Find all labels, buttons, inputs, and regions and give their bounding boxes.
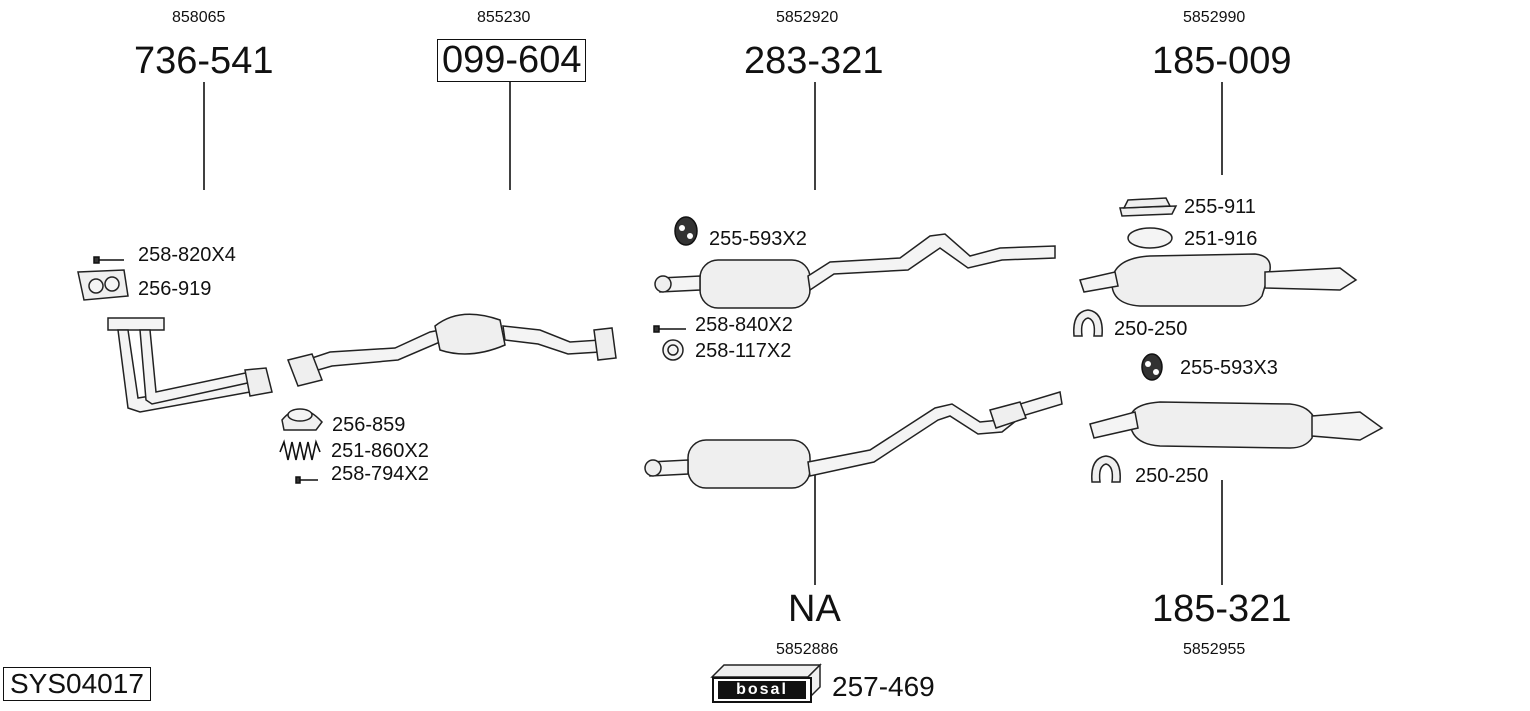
acc-255-593x3: 255-593X3 xyxy=(1180,357,1278,379)
ref-855230: 855230 xyxy=(477,9,531,26)
rear-silencer-part xyxy=(1079,253,1358,307)
paste-box-icon xyxy=(710,663,822,701)
acc-251-860x2: 251-860X2 xyxy=(331,440,429,462)
acc-258-117x2: 258-117X2 xyxy=(695,340,792,362)
middle-silencer-part xyxy=(654,233,1056,309)
part-185-009: 185-009 xyxy=(1152,40,1292,82)
clamp-icon xyxy=(1073,309,1103,337)
ref-5852990: 5852990 xyxy=(1183,9,1246,26)
ring-gasket-icon xyxy=(281,408,323,431)
acc-258-820x4: 258-820X4 xyxy=(138,244,236,266)
acc-250-250-lower: 250-250 xyxy=(1135,465,1209,487)
ref-858065: 858065 xyxy=(172,9,226,26)
part-na: NA xyxy=(788,588,841,630)
acc-255-593x2: 255-593X2 xyxy=(709,228,807,250)
spring-icon xyxy=(279,439,321,461)
washer-icon xyxy=(662,339,684,361)
acc-250-250-upper: 250-250 xyxy=(1114,318,1188,340)
clamp-rear-icon xyxy=(1091,455,1121,483)
bolt-mid-icon xyxy=(653,325,686,333)
acc-256-919: 256-919 xyxy=(138,278,212,300)
acc-251-916: 251-916 xyxy=(1184,228,1258,250)
ref-5852955: 5852955 xyxy=(1183,641,1246,658)
acc-255-911: 255-911 xyxy=(1184,196,1256,218)
rubber-mount-icon xyxy=(674,216,698,246)
ref-5852920: 5852920 xyxy=(776,9,839,26)
acc-256-859: 256-859 xyxy=(332,414,406,436)
kit-part-257-469: 257-469 xyxy=(832,671,935,702)
ref-5852886: 5852886 xyxy=(776,641,839,658)
part-283-321: 283-321 xyxy=(744,40,884,82)
middle-silencer-na-part xyxy=(644,391,1063,489)
part-099-604: 099-604 xyxy=(437,39,587,82)
bosal-logo: bosal xyxy=(712,677,812,703)
system-id: SYS04017 xyxy=(3,667,151,701)
part-736-541: 736-541 xyxy=(134,40,274,82)
acc-258-794x2: 258-794X2 xyxy=(331,463,429,485)
bracket-icon xyxy=(1119,197,1178,217)
rubber-mount-rear-icon xyxy=(1141,353,1163,381)
bolt-icon xyxy=(93,256,124,264)
front-pipe-part xyxy=(107,317,273,413)
gasket-icon xyxy=(77,269,129,301)
acc-258-840x2: 258-840X2 xyxy=(695,314,793,336)
catalytic-converter-part xyxy=(286,313,617,387)
bosal-logo-text: bosal xyxy=(718,681,806,699)
rear-silencer-rear-part xyxy=(1089,401,1384,449)
clamp-strap-icon xyxy=(1127,227,1173,249)
part-185-321: 185-321 xyxy=(1152,588,1292,630)
bolt-small-icon xyxy=(295,476,318,484)
